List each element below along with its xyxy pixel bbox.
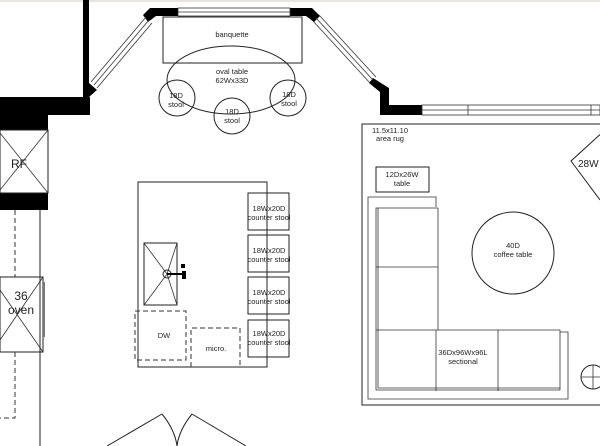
coffee-table: 40D coffee table — [471, 211, 555, 295]
svg-text:stool: stool — [168, 100, 184, 109]
svg-text:banquette: banquette — [215, 30, 248, 39]
svg-text:stool: stool — [281, 99, 297, 108]
refrigerator: RF — [0, 129, 49, 194]
svg-text:counter stool: counter stool — [248, 255, 291, 264]
svg-text:oven: oven — [8, 303, 34, 317]
dishwasher: DW — [134, 310, 187, 361]
svg-text:12Dx26W: 12Dx26W — [386, 170, 420, 179]
svg-text:coffee table: coffee table — [494, 250, 533, 259]
svg-text:18Wx20D: 18Wx20D — [253, 246, 287, 255]
area-rug: 11.5x11.10 area rug — [361, 123, 600, 406]
svg-text:RF: RF — [11, 157, 27, 171]
side-table: 12Dx26W table — [375, 166, 430, 193]
svg-text:11.5x11.10: 11.5x11.10 — [372, 126, 408, 135]
svg-text:sectional: sectional — [448, 357, 478, 366]
svg-text:counter stool: counter stool — [248, 338, 291, 347]
banquette: banquette — [162, 16, 303, 64]
dining-stool: 18D stool — [269, 79, 307, 117]
windows — [90, 7, 600, 116]
svg-text:DW: DW — [158, 331, 171, 340]
svg-text:micro.: micro. — [206, 344, 226, 353]
oval-table: oval table 62Wx33D — [166, 45, 296, 115]
counter-stool: 18Wx20D counter stool — [247, 276, 291, 315]
svg-text:18D: 18D — [169, 91, 183, 100]
counter-stool: 18Wx20D counter stool — [247, 234, 291, 273]
top-strip — [0, 0, 600, 2]
dining-stool: 18D stool — [158, 79, 196, 117]
double-door — [106, 413, 247, 446]
walls — [0, 0, 422, 210]
svg-text:18Wx20D: 18Wx20D — [253, 204, 287, 213]
kitchen-island — [137, 181, 268, 368]
svg-text:stool: stool — [224, 116, 240, 125]
svg-text:table: table — [394, 179, 410, 188]
svg-text:18D: 18D — [282, 90, 296, 99]
sectional: 36Dx96Wx96L sectional — [367, 196, 569, 400]
microwave: micro. — [190, 327, 241, 367]
accent-chair: 28W — [570, 133, 600, 201]
svg-text:oval table: oval table — [216, 67, 248, 76]
svg-text:40D: 40D — [506, 241, 520, 250]
dining-stool: 18D stool — [213, 97, 251, 135]
svg-text:36Dx96Wx96L: 36Dx96Wx96L — [438, 348, 487, 357]
svg-text:18Wx20D: 18Wx20D — [253, 288, 287, 297]
svg-text:36: 36 — [14, 289, 28, 303]
svg-text:counter stool: counter stool — [248, 297, 291, 306]
svg-text:counter stool: counter stool — [248, 213, 291, 222]
svg-text:62Wx33D: 62Wx33D — [216, 76, 250, 85]
svg-text:18Wx20D: 18Wx20D — [253, 329, 287, 338]
counter-stool: 18Wx20D counter stool — [247, 319, 291, 358]
faucet-icon — [167, 264, 186, 279]
svg-text:area rug: area rug — [376, 134, 404, 143]
counter-stool: 18Wx20D counter stool — [247, 192, 291, 231]
oven: 36 oven — [0, 276, 45, 353]
svg-text:18D: 18D — [225, 107, 239, 116]
floor-lamp-icon — [580, 364, 600, 390]
accent-chair-label: 28W — [578, 159, 599, 170]
counter-edge — [0, 352, 16, 419]
